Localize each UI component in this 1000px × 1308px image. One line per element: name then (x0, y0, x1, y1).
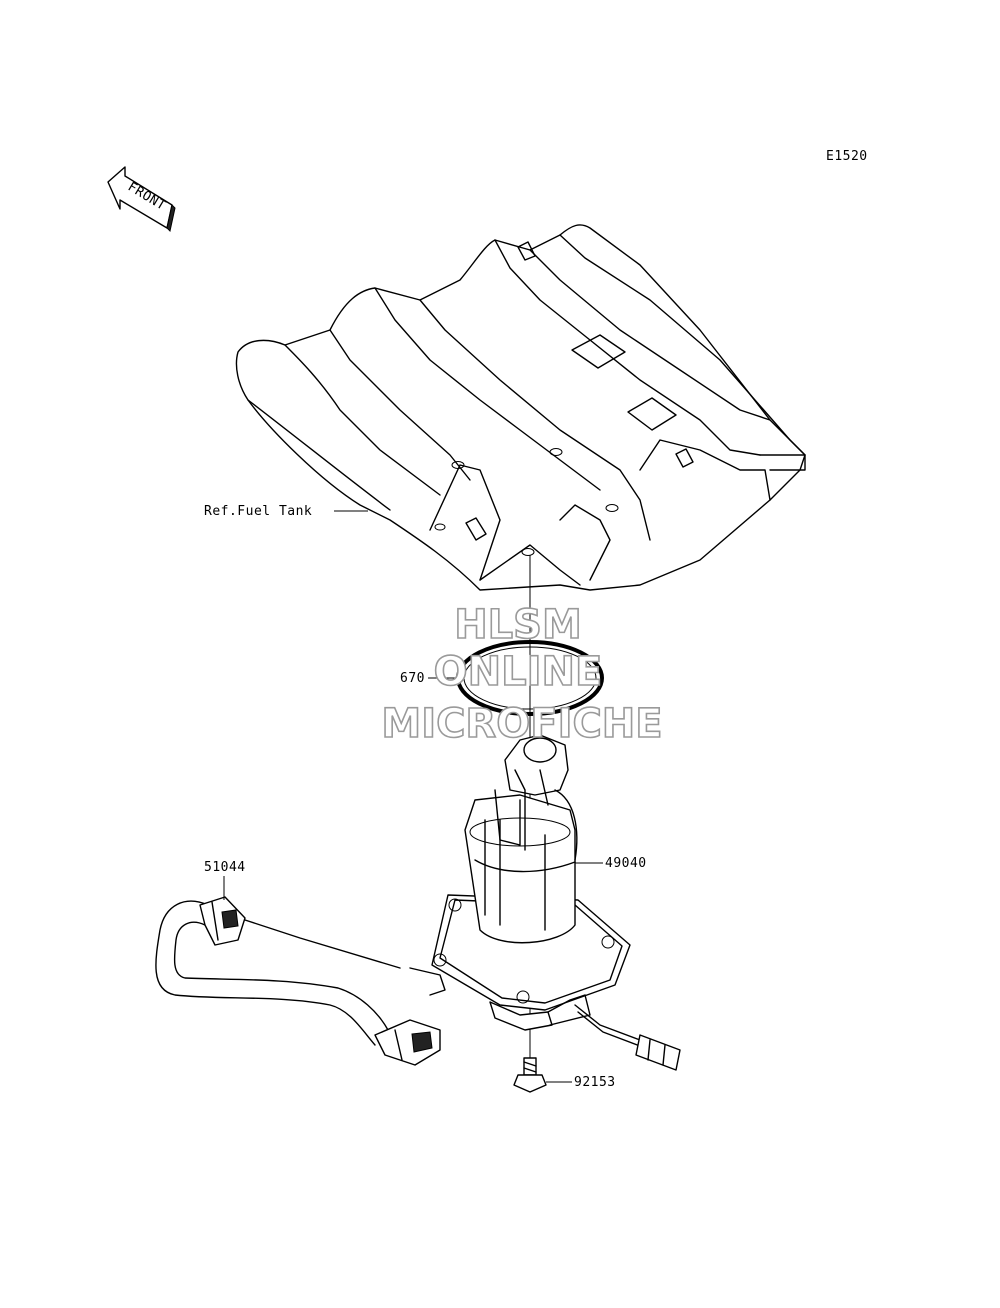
ref-fuel-tank-label: Ref.Fuel Tank (204, 504, 312, 519)
fuel-tank-drawing (235, 224, 806, 591)
hose-part (155, 896, 446, 1066)
watermark-line3: MICROFICHE (381, 701, 662, 747)
watermark: HLSM ONLINE MICROFICHE (381, 601, 664, 748)
fuel-pump-part (431, 734, 681, 1071)
bolt-label: 92153 (574, 1075, 616, 1090)
fuel-pump-label: 49040 (605, 856, 647, 871)
bolt-part (513, 1057, 547, 1093)
hose-label: 51044 (204, 860, 246, 875)
diagram-code: E1520 (826, 149, 868, 164)
oring-label: 670 (400, 671, 425, 686)
watermark-line1: HLSM (454, 602, 582, 648)
front-arrow-icon: FRONT (107, 166, 176, 233)
watermark-line2: ONLINE (434, 649, 603, 695)
